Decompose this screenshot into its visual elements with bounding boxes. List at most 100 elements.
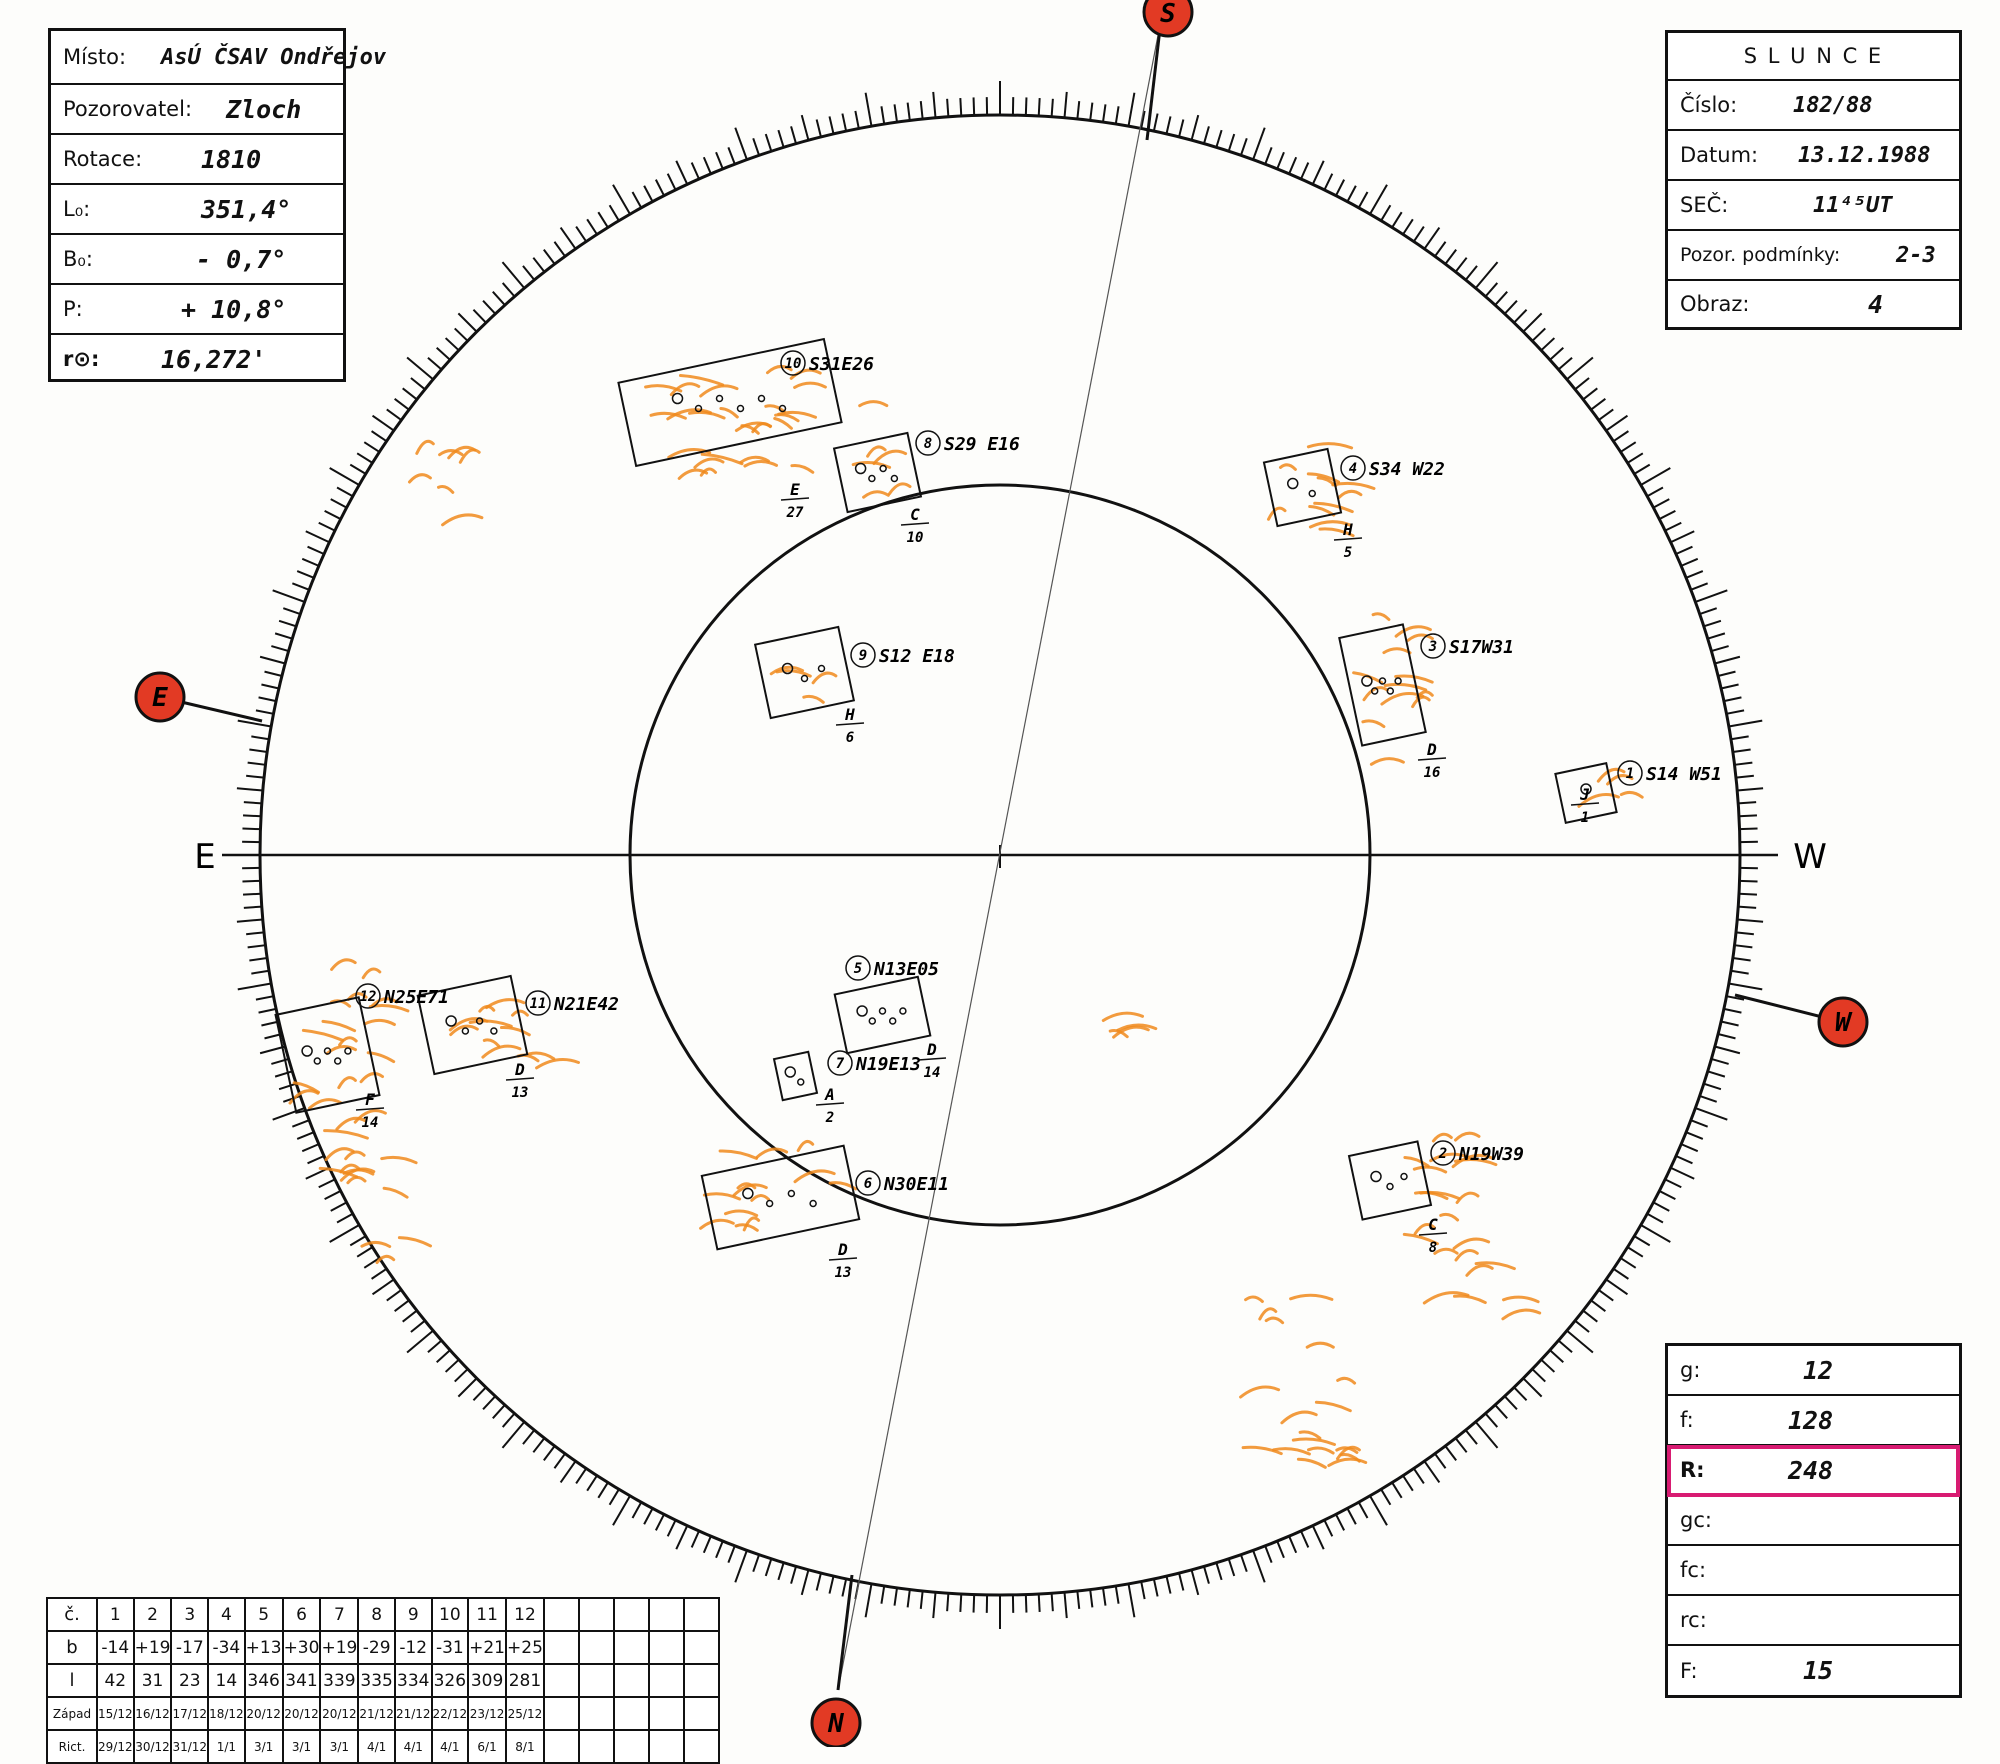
- table-cell: 23/12: [468, 1697, 506, 1730]
- group-coordinates: N25E71: [383, 987, 449, 1008]
- sunspot: [891, 476, 897, 482]
- degree-tick: [1641, 468, 1670, 485]
- degree-tick: [437, 348, 450, 360]
- degree-tick: [1718, 1034, 1735, 1038]
- facula-stroke: [1293, 1439, 1334, 1445]
- table-cell: 7: [320, 1598, 358, 1631]
- facula-stroke: [1373, 614, 1389, 620]
- group-frame: [834, 433, 921, 512]
- summary-row-r: R: 248: [1668, 1446, 1959, 1496]
- pole-marker-south-label: S: [1160, 0, 1176, 29]
- table-cell: 281: [506, 1664, 544, 1697]
- table-row-label: Západ: [47, 1697, 97, 1730]
- facula-stroke: [1282, 1412, 1316, 1423]
- group-fraction-bar: [1334, 538, 1362, 540]
- table-cell-empty: [544, 1598, 579, 1631]
- sunspot: [857, 1006, 867, 1016]
- group-number: 8: [924, 436, 932, 452]
- degree-tick: [325, 511, 341, 519]
- degree-tick: [1550, 1350, 1563, 1362]
- degree-tick: [1077, 101, 1079, 119]
- sunspot: [1401, 1174, 1407, 1180]
- table-cell: 42: [97, 1664, 134, 1697]
- degree-tick: [791, 126, 796, 143]
- degree-tick: [1558, 358, 1572, 370]
- degree-tick: [1154, 114, 1158, 132]
- degree-tick: [1715, 657, 1740, 664]
- degree-tick: [1671, 1168, 1695, 1179]
- table-cell-empty: [544, 1631, 579, 1664]
- degree-tick: [260, 657, 285, 664]
- degree-tick: [1736, 776, 1754, 778]
- summary-g-value: 12: [1803, 1356, 1833, 1385]
- table-cell: 334: [395, 1664, 432, 1697]
- facula-stroke: [1103, 1013, 1142, 1020]
- degree-tick: [613, 185, 630, 214]
- conditions-label: Pozor. podmínky:: [1668, 244, 1840, 266]
- summary-r-label: R:: [1668, 1458, 1705, 1482]
- degree-tick: [1370, 185, 1387, 214]
- degree-tick: [1647, 488, 1663, 497]
- degree-tick: [802, 1570, 809, 1595]
- degree-tick: [1392, 1483, 1402, 1498]
- facula-stroke: [1241, 1387, 1279, 1397]
- degree-tick: [842, 114, 846, 132]
- table-cell-empty: [579, 1697, 614, 1730]
- facula-stroke: [721, 409, 737, 418]
- table-cell-empty: [579, 1664, 614, 1697]
- degree-tick: [279, 1084, 296, 1090]
- facula-stroke: [1246, 1297, 1263, 1302]
- degree-tick: [1532, 328, 1545, 341]
- table-cell-empty: [684, 1664, 719, 1697]
- facula-stroke: [363, 969, 380, 978]
- group-coordinates: N19E13: [855, 1054, 921, 1075]
- facula-stroke: [1266, 1318, 1282, 1323]
- degree-tick: [407, 357, 433, 379]
- degree-tick: [1039, 98, 1040, 116]
- info-row-observer: Pozorovatel: Zloch: [51, 85, 343, 135]
- degree-tick: [403, 1311, 417, 1322]
- table-cell: 18/12: [208, 1697, 245, 1730]
- degree-tick: [493, 292, 505, 305]
- pole-marker-north: N: [812, 1699, 860, 1747]
- facula-stroke: [1354, 673, 1382, 683]
- degree-tick: [1718, 672, 1735, 676]
- degree-tick: [778, 1563, 783, 1580]
- group-spot-count: 1: [1581, 810, 1589, 826]
- group-class: D: [1426, 740, 1437, 759]
- degree-tick: [1634, 465, 1649, 474]
- degree-tick: [613, 1496, 630, 1525]
- image-label: Obraz:: [1668, 292, 1749, 316]
- table-cell: 9: [395, 1598, 432, 1631]
- degree-tick: [728, 147, 734, 164]
- slunce-info-box: S L U N C E Číslo: 182/88 Datum: 13.12.1…: [1665, 30, 1962, 330]
- degree-tick: [656, 180, 664, 196]
- table-cell: -29: [358, 1631, 395, 1664]
- degree-tick: [1740, 829, 1758, 830]
- degree-tick: [728, 1546, 734, 1563]
- degree-tick: [458, 313, 476, 331]
- degree-tick: [265, 672, 282, 676]
- degree-tick: [921, 1591, 923, 1609]
- facula-stroke: [1339, 491, 1361, 497]
- degree-tick: [446, 338, 459, 350]
- degree-tick: [1599, 409, 1614, 420]
- degree-tick: [1733, 750, 1751, 753]
- marker-west: W: [1819, 998, 1867, 1046]
- table-cell: 8: [358, 1598, 395, 1631]
- summary-f-label: f:: [1668, 1408, 1694, 1432]
- slunce-title-row: S L U N C E: [1668, 33, 1959, 81]
- degree-tick: [1731, 736, 1749, 739]
- facula-stroke: [1338, 1378, 1355, 1383]
- sunspot: [738, 406, 744, 412]
- table-cell: 346: [245, 1664, 283, 1697]
- degree-tick: [428, 1340, 442, 1352]
- degree-tick: [633, 192, 642, 208]
- degree-tick: [523, 266, 534, 280]
- degree-tick: [1704, 1084, 1721, 1090]
- group-frame: [835, 977, 931, 1053]
- degree-tick: [908, 103, 910, 121]
- group-coordinates: N30E11: [883, 1174, 949, 1195]
- degree-tick: [1216, 130, 1221, 147]
